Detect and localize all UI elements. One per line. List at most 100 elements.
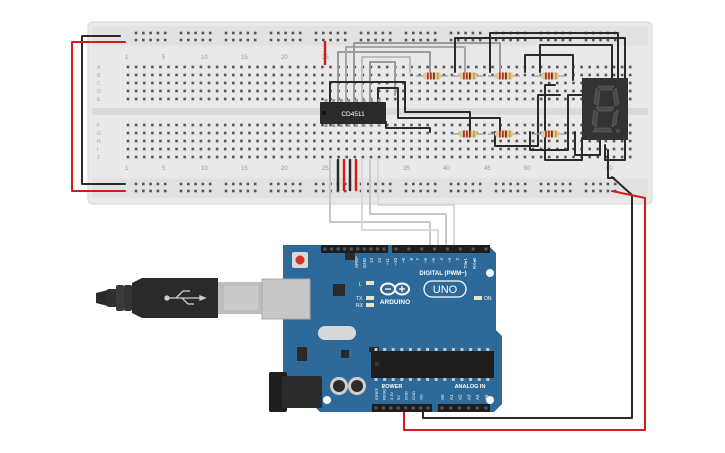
svg-text:60: 60	[606, 166, 613, 172]
digital-header-b[interactable]	[392, 245, 490, 253]
digital-pin-label: RX◂0	[472, 258, 477, 270]
jumper-wire	[353, 42, 501, 104]
l-label: L	[359, 282, 362, 288]
resistor[interactable]	[452, 72, 484, 80]
seven-segment-display[interactable]	[582, 78, 628, 140]
svg-text:I: I	[97, 147, 98, 153]
ic-label: CD4511	[341, 111, 365, 118]
svg-text:25: 25	[322, 166, 329, 172]
analog-pin-label: A0	[440, 394, 445, 400]
jumper-wire	[574, 131, 601, 156]
digital-pin-label: ~3	[447, 258, 452, 264]
power-pin-label: 3.3V	[389, 391, 394, 400]
jumper-wire	[329, 81, 471, 133]
svg-text:10: 10	[201, 166, 208, 172]
digital-pin-label: ~11	[385, 258, 390, 266]
jumper-wire	[544, 84, 583, 161]
ic-pins	[324, 99, 381, 127]
svg-text:F: F	[97, 123, 100, 129]
wire-white	[377, 159, 455, 249]
power-header[interactable]	[372, 404, 432, 412]
resistor[interactable]	[416, 72, 448, 80]
resistor[interactable]	[534, 72, 566, 80]
led-on	[474, 296, 482, 300]
svg-text:1: 1	[125, 166, 129, 172]
usb-cable[interactable]	[96, 278, 262, 318]
power-pin-label: Vin	[418, 394, 423, 400]
power-pin-label: GND	[404, 391, 409, 400]
svg-text:B: B	[97, 73, 101, 79]
header-holes	[323, 247, 488, 410]
jumper-wire	[361, 56, 411, 104]
analog-pin-label: A4	[475, 394, 480, 400]
svg-text:5: 5	[162, 55, 166, 61]
jumper-wire	[529, 94, 584, 151]
power-wires[interactable]	[71, 35, 646, 431]
atmega-chip	[371, 351, 494, 378]
analog-pin-label: A3	[466, 394, 471, 400]
svg-text:40: 40	[443, 166, 450, 172]
analog-label: ANALOG IN	[455, 384, 486, 390]
power-label: POWER	[382, 384, 403, 390]
resistor[interactable]	[488, 72, 520, 80]
resistor[interactable]	[488, 130, 520, 138]
svg-text:H: H	[97, 139, 101, 145]
led-l	[366, 281, 374, 285]
svg-text:J: J	[97, 155, 100, 161]
ic-cd4511[interactable]: CD4511	[320, 99, 386, 127]
digital-pin-label: ~9	[401, 258, 406, 264]
power-pin-label: 5V	[396, 395, 401, 400]
usb-symbol-icon	[164, 290, 207, 305]
digital-pin-label: 13	[369, 258, 374, 264]
digital-header-a[interactable]	[321, 245, 388, 253]
svg-text:E: E	[97, 97, 101, 103]
analog-pin-label: A1	[449, 394, 454, 400]
digital-pin-label: ~6	[423, 258, 428, 264]
breadboard-holes	[126, 31, 632, 193]
jumper-wire	[524, 54, 574, 81]
on-label: ON	[484, 296, 492, 302]
gnd-label: GND	[362, 257, 367, 268]
digital-pin-label: 4	[439, 258, 444, 261]
atmega-pins	[374, 348, 490, 381]
svg-text:20: 20	[281, 55, 288, 61]
analog-header[interactable]	[438, 404, 490, 412]
led-rx	[366, 303, 374, 307]
power-pin-label: GND	[411, 391, 416, 400]
digital-pin-label: 7	[415, 258, 420, 261]
jumper-wire	[539, 44, 613, 86]
column-numbers-bottom: 1 5 10 15 20 25 35 40 45 50 60	[125, 166, 613, 172]
jumper-wire	[377, 87, 501, 133]
svg-text:G: G	[97, 131, 101, 137]
resistor[interactable]	[534, 130, 566, 138]
wire-white	[329, 159, 431, 249]
analog-pin-label: A5	[484, 394, 489, 400]
wire-red-left	[71, 41, 126, 192]
digital-pin-label: TX▸1	[463, 258, 468, 269]
jumper-wire	[489, 32, 619, 101]
svg-text:35: 35	[403, 166, 410, 172]
digital-pin-label: ~5	[431, 258, 436, 264]
jumper-wire	[385, 121, 431, 133]
digital-label: DIGITAL (PWM~)	[419, 271, 466, 277]
digital-pin-label: ~10	[393, 258, 398, 266]
uno-label: UNO	[433, 284, 458, 296]
svg-text:20: 20	[281, 166, 288, 172]
wire-black-left	[81, 35, 126, 185]
svg-text:A: A	[97, 65, 101, 71]
svg-text:1: 1	[125, 55, 129, 61]
arduino-wordmark: ARDUINO	[380, 299, 410, 306]
aref-label: AREF	[354, 256, 359, 268]
rx-label: RX	[356, 303, 364, 309]
resistor[interactable]	[452, 130, 484, 138]
power-pin-label: RESET	[381, 386, 386, 400]
reset-button[interactable]	[295, 255, 305, 265]
svg-text:5: 5	[162, 166, 166, 172]
resistors[interactable]	[416, 72, 566, 138]
arduino-logo-icon	[380, 282, 410, 296]
wire-white	[369, 159, 447, 249]
svg-text:45: 45	[484, 166, 491, 172]
